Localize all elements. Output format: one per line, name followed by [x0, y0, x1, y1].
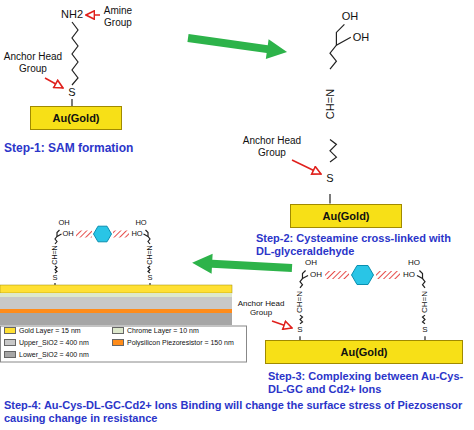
- legend-swatch: [4, 327, 16, 334]
- group-formula: OH: [342, 10, 359, 23]
- bond-formula: CH=N: [295, 290, 304, 312]
- step-caption: Step-4: Au-Cys-DL-GC-Cd2+ Ions Binding w…: [4, 399, 470, 424]
- group-formula: HO: [131, 230, 142, 239]
- legend-entry: Upper_SiO2 = 400 nm: [4, 337, 89, 347]
- gold-substrate: Au(Gold): [265, 340, 463, 364]
- atom-symbol: S: [422, 325, 427, 334]
- binding-hatch: [76, 231, 92, 238]
- step-caption: Step-3: Complexing between Au-Cys-DL-GC …: [268, 370, 470, 395]
- atom-symbol: S: [326, 172, 333, 185]
- legend-text: Gold Layer = 15 nm: [19, 327, 81, 334]
- atom-symbol: S: [297, 325, 302, 334]
- step-arrow: [187, 28, 289, 62]
- callout-text: Amine Group: [100, 5, 136, 28]
- group-formula: HO: [403, 270, 415, 279]
- gold-substrate: Au(Gold): [290, 204, 402, 228]
- legend-text: Lower_SiO2 = 400 nm: [19, 351, 89, 358]
- node-text: Au(Gold): [52, 112, 99, 124]
- step-caption: Step-2: Cysteamine cross-linked with DL-…: [256, 232, 470, 257]
- legend-swatch: [4, 351, 16, 358]
- legend-text: Polysilicon Piezoresistor = 150 nm: [127, 339, 234, 346]
- legend-entry: Chrome Layer = 10 nm: [112, 325, 199, 335]
- legend-swatch: [112, 339, 124, 346]
- group-formula: NH2: [61, 8, 83, 21]
- legend-text: Chrome Layer = 10 nm: [127, 327, 199, 334]
- binding-hatch: [376, 271, 400, 279]
- group-formula: HO: [408, 258, 420, 267]
- bond-formula: CH=N: [420, 290, 429, 312]
- cd-ion-hexagon: [352, 266, 374, 285]
- legend-entry: Lower_SiO2 = 400 nm: [4, 349, 89, 359]
- binding-hatch: [113, 231, 129, 238]
- callout-text: Anchor Head Group: [0, 51, 66, 74]
- group-formula: OH: [58, 219, 69, 228]
- binding-hatch: [325, 271, 349, 279]
- bond-formula: CH=N: [146, 245, 154, 264]
- cd-ion-hexagon: [94, 226, 112, 242]
- group-formula: HO: [135, 219, 146, 228]
- node-text: Au(Gold): [340, 346, 387, 358]
- callout-text: Anchor Head Group: [235, 299, 287, 317]
- group-formula: OH: [305, 258, 317, 267]
- piezosensor-stack: [0, 285, 232, 325]
- pointer-arrows: [45, 15, 321, 328]
- atom-symbol: S: [52, 274, 57, 283]
- bond-formula: CH=N: [324, 89, 337, 119]
- legend-swatch: [112, 327, 124, 334]
- legend-swatch: [4, 339, 16, 346]
- legend-box: [1, 326, 247, 362]
- group-formula: OH: [62, 230, 73, 239]
- legend-entry: Polysilicon Piezoresistor = 150 nm: [112, 337, 234, 347]
- group-formula: OH: [353, 31, 370, 44]
- gold-substrate: Au(Gold): [30, 106, 122, 130]
- group-formula: OH: [310, 270, 322, 279]
- node-text: Au(Gold): [322, 210, 369, 222]
- legend-text: Upper_SiO2 = 400 nm: [19, 339, 89, 346]
- legend-entry: Gold Layer = 15 nm: [4, 325, 81, 335]
- bond-formula: CH=N: [51, 245, 59, 264]
- atom-symbol: S: [147, 274, 152, 283]
- step-caption: Step-1: SAM formation: [4, 142, 264, 156]
- atom-symbol: S: [68, 86, 75, 99]
- callout-text: Anchor Head Group: [239, 135, 305, 158]
